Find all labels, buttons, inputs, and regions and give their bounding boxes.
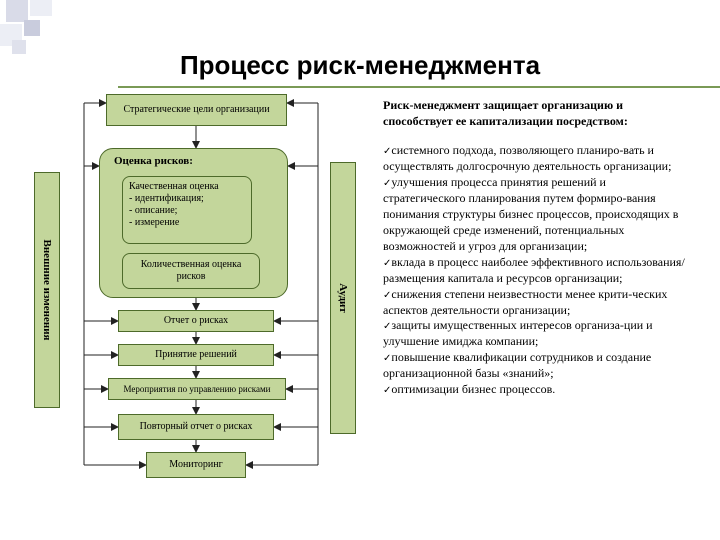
- page-title: Процесс риск-менеджмента: [179, 50, 541, 80]
- audit-label: Аудит: [337, 283, 349, 313]
- check-icon: ✓: [383, 257, 392, 269]
- decision-box: Принятие решений: [118, 344, 274, 366]
- benefits-list: ✓системного подхода, позволяющего планир…: [383, 143, 688, 398]
- check-icon: ✓: [383, 321, 392, 333]
- quantitative-assessment-box: Количественная оценка рисков: [122, 253, 260, 289]
- qualitative-line: Качественная оценка: [129, 181, 219, 192]
- list-item: ✓оптимизации бизнес процессов.: [383, 382, 556, 397]
- corner-decoration: [0, 0, 60, 60]
- list-item: ✓защиты имущественных интересов организа…: [383, 318, 653, 349]
- monitoring-box: Мониторинг: [146, 452, 246, 478]
- check-icon: ✓: [383, 146, 392, 157]
- title-underline: [118, 86, 720, 88]
- qualitative-line: - описание;: [129, 205, 178, 216]
- qualitative-line: - измерение: [129, 217, 180, 228]
- qualitative-line: - идентификация;: [129, 193, 204, 204]
- list-item: ✓системного подхода, позволяющего планир…: [383, 143, 672, 173]
- list-item: ✓повышение квалификации сотрудников и со…: [383, 350, 652, 381]
- risk-assessment-panel: Оценка рисков: Качественная оценка - иде…: [99, 148, 288, 298]
- external-changes-label: Внешние изменения: [41, 239, 53, 341]
- quantitative-line: рисков: [176, 271, 206, 282]
- audit-box: Аудит: [330, 162, 356, 434]
- risk-measures-box: Мероприятия по управлению рисками: [108, 378, 286, 400]
- check-icon: ✓: [383, 289, 392, 301]
- list-item: ✓вклада в процесс наиболее эффективного …: [383, 254, 685, 285]
- risk-report-box: Отчет о рисках: [118, 310, 274, 332]
- qualitative-assessment-box: Качественная оценка - идентификация; - о…: [122, 176, 252, 244]
- check-icon: ✓: [383, 353, 392, 365]
- quantitative-line: Количественная оценка: [140, 259, 242, 270]
- benefits-heading: Риск-менеджмент защищает организацию и с…: [383, 98, 628, 129]
- check-icon: ✓: [383, 385, 392, 397]
- check-icon: ✓: [383, 177, 392, 189]
- list-item: ✓снижения степени неизвестности менее кр…: [383, 286, 668, 317]
- repeat-report-box: Повторный отчет о рисках: [118, 414, 274, 440]
- list-item: ✓улучшения процесса принятия решений и с…: [383, 174, 679, 253]
- external-changes-box: Внешние изменения: [34, 172, 60, 408]
- strategic-goals-box: Стратегические цели организации: [106, 94, 287, 126]
- risk-assessment-label: Оценка рисков:: [114, 155, 193, 167]
